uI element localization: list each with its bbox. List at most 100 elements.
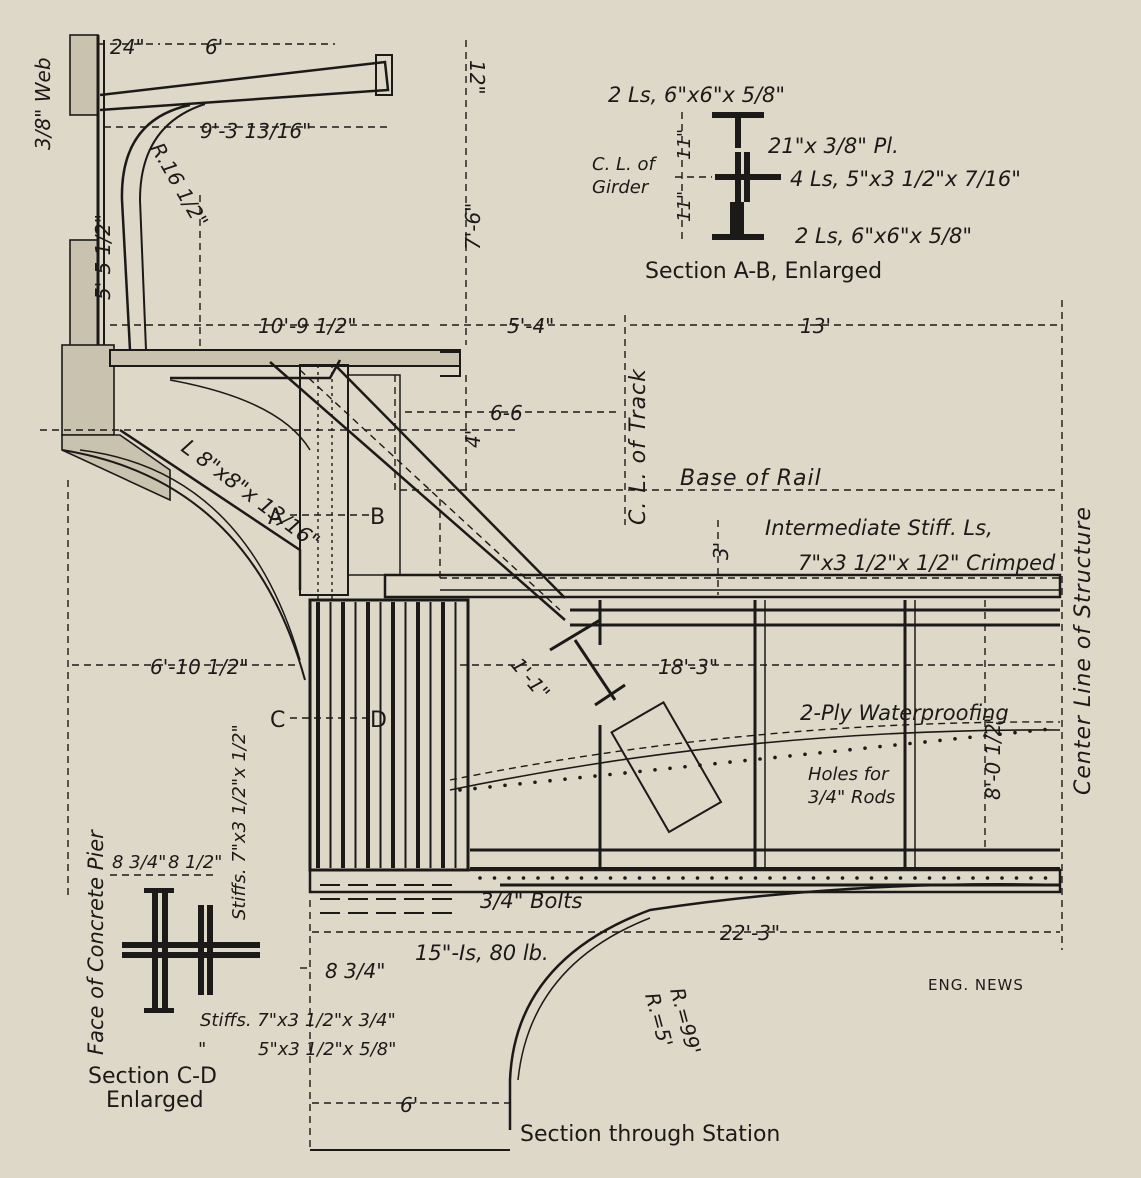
ab-mid-angles: 4 Ls, 5"x3 1/2"x 7/16" — [790, 167, 1021, 191]
rivet — [898, 876, 903, 880]
rivet — [739, 876, 743, 880]
rivet — [521, 876, 526, 880]
rivet — [1014, 876, 1019, 880]
dim-6-10: 6'-10 1/2" — [150, 655, 249, 679]
main-caption: Section through Station — [520, 1122, 780, 1147]
rivet — [1029, 876, 1033, 880]
rivet — [863, 746, 867, 750]
rivet — [565, 876, 569, 880]
rivet — [518, 782, 522, 786]
rivet — [578, 775, 582, 780]
ab-cl-girder-2: Girder — [592, 177, 650, 198]
rivet — [884, 876, 888, 880]
girder-post — [299, 364, 460, 600]
arch-curves-left — [61, 379, 311, 681]
rivet — [833, 749, 837, 754]
dim-6ft-bottom: 6' — [400, 1093, 418, 1117]
rivet — [956, 876, 961, 880]
rivet — [623, 876, 627, 880]
roof-bracket — [99, 54, 393, 351]
rivet — [788, 754, 792, 758]
rivet — [623, 771, 627, 775]
marker-a: A — [268, 505, 283, 530]
rivet — [593, 774, 597, 778]
rivet — [913, 876, 917, 880]
rivet — [728, 760, 732, 764]
cd-ditto: " — [198, 1039, 206, 1060]
rivet — [533, 780, 537, 785]
waterproofing-label: 2-Ply Waterproofing — [800, 701, 1009, 725]
dim-10-9: 10'-9 1/2" — [258, 314, 357, 338]
dim-5-4: 5'-4" — [507, 314, 554, 338]
dimension-lines — [40, 40, 1060, 1104]
cd-stiffs-bot-1: Stiffs. 7"x3 1/2"x 3/4" — [200, 1010, 396, 1031]
dim-13: 13' — [800, 314, 831, 338]
rivet — [1013, 730, 1017, 735]
dim-22-3: 22'-3" — [720, 921, 780, 945]
platform-floor — [109, 349, 461, 377]
stiffener-column — [308, 598, 470, 914]
rivet — [840, 876, 845, 880]
rivet — [507, 876, 511, 880]
dim-18-3: 18'-3" — [658, 655, 718, 679]
ab-bottom-angles: 2 Ls, 6"x6"x 5/8" — [795, 224, 972, 248]
rivet — [938, 738, 942, 743]
rivet — [1028, 729, 1032, 733]
main-girder-web — [308, 600, 1062, 894]
dim-6ft: 6' — [205, 35, 223, 59]
rivet — [710, 876, 714, 880]
rivet — [488, 785, 492, 789]
dimension-text: 24" 6' 12" 9'-3 13/16" R.16 1/2" 3/8" We… — [31, 35, 1005, 1117]
rivet — [927, 876, 932, 880]
inter-stiff-label-1: Intermediate Stiff. Ls, — [765, 516, 993, 540]
rivet — [548, 778, 552, 783]
rivet — [758, 757, 762, 761]
rivet — [563, 777, 567, 781]
dim-7-6: 7'-6" — [461, 203, 485, 250]
cd-title-2: Enlarged — [106, 1088, 204, 1113]
rivet — [478, 876, 482, 880]
track-girder — [383, 573, 1062, 627]
rivet — [683, 764, 687, 769]
marker-c: C — [270, 708, 285, 733]
rivet — [826, 876, 830, 880]
dim-9-3: 9'-3 13/16" — [200, 119, 311, 143]
rivet — [492, 876, 497, 880]
rivet — [768, 876, 772, 880]
section-cd-text: 8 3/4" 8 1/2" Stiffs. 7"x3 1/2"x 1/2" St… — [88, 724, 396, 1113]
rivet — [550, 876, 555, 880]
rivet — [878, 744, 882, 749]
dim-8-75: 8 3/4" — [325, 959, 385, 983]
dim-12: 12" — [465, 60, 489, 95]
label-text: L 8"x8"x 13/16" A B C D C. L. of Track B… — [84, 368, 1096, 1055]
rivet — [942, 876, 946, 880]
rivet — [908, 741, 912, 746]
section-markers — [290, 514, 370, 719]
rivet — [869, 876, 874, 880]
dim-r16: R.16 1/2" — [146, 139, 214, 232]
rivet — [811, 876, 816, 880]
rivet — [782, 876, 787, 880]
rivet — [968, 735, 972, 740]
rivet — [724, 876, 729, 880]
credit-label: ENG. NEWS — [928, 976, 1024, 994]
rivet — [652, 876, 656, 880]
rivet — [594, 876, 598, 880]
holes-label-2: 3/4" Rods — [808, 787, 895, 808]
dim-5-5: 5'-5 1/2" — [91, 214, 115, 300]
rivet — [473, 786, 477, 791]
rivet — [637, 876, 642, 880]
cd-dim-a: 8 3/4" — [112, 852, 166, 873]
dim-1-1: 1'-1" — [506, 653, 555, 705]
rivet — [848, 747, 852, 752]
rivet — [971, 876, 975, 880]
ab-dim-top: 11" — [674, 129, 695, 160]
base-rail-label: Base of Rail — [680, 466, 822, 491]
bolts-label: 3/4" Bolts — [480, 889, 582, 913]
dim-3: 3' — [709, 542, 733, 560]
rivet — [458, 788, 462, 792]
bottom-arch — [309, 883, 1061, 1151]
dim-24: 24" — [110, 35, 145, 59]
cd-stiffs-top: Stiffs. 7"x3 1/2"x 1/2" — [229, 724, 250, 920]
rivet — [638, 769, 642, 774]
